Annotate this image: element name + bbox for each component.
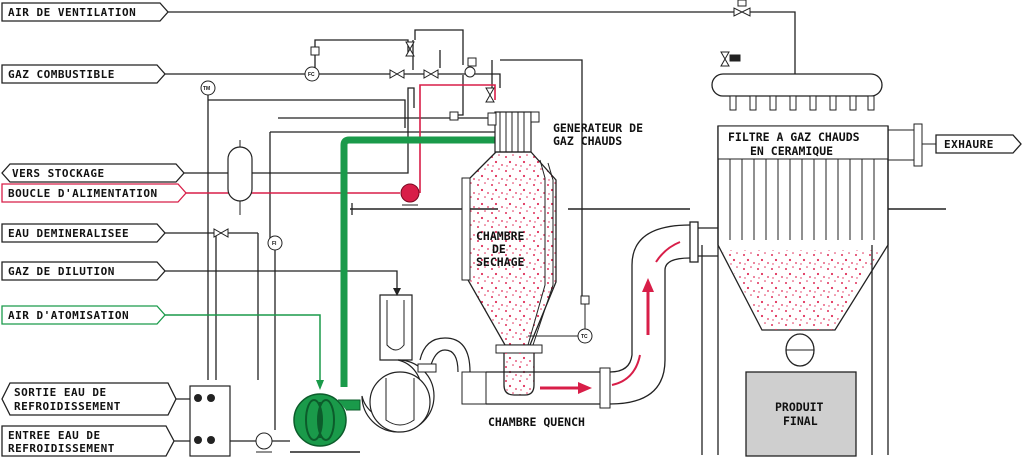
filter-label-line2: EN CERAMIQUE	[750, 144, 833, 158]
tag-air-atomisation-label: AIR D'ATOMISATION	[8, 309, 129, 322]
valve-gaz-2-icon	[423, 69, 439, 79]
flow-arrows-red	[611, 241, 681, 386]
chamber-label-line1: CHAMBRE	[476, 229, 525, 243]
tag-exhaure-label: EXHAURE	[944, 138, 994, 151]
tag-entree-eau-line2: REFROIDISSEMENT	[8, 442, 115, 455]
filter-label-line1: FILTRE A GAZ CHAUDS	[728, 130, 860, 144]
drying-chamber: CHAMBRE DE SECHAGE	[461, 151, 557, 354]
chamber-label-line2: DE	[492, 242, 506, 256]
instrument-tm: TM	[203, 86, 210, 92]
instrument-fc: FC	[308, 72, 315, 78]
product-label-line1: PRODUIT	[775, 400, 824, 414]
transfer-duct	[609, 221, 718, 405]
tag-gaz-dilution-label: GAZ DE DILUTION	[8, 265, 115, 278]
valve-gaz-1-icon	[389, 69, 405, 79]
valve-gaz-4-icon	[485, 87, 495, 103]
tag-entree-eau-line1: ENTREE EAU DE	[8, 429, 101, 442]
valve-eau-icon	[213, 228, 229, 238]
ceramic-filter: FILTRE A GAZ CHAUDS EN CERAMIQUE	[701, 73, 923, 455]
generator-label-line1: GENERATEUR DE	[553, 121, 643, 135]
tag-boucle-alimentation-label: BOUCLE D'ALIMENTATION	[8, 187, 158, 200]
tag-sortie-eau-line2: REFROIDISSEMENT	[14, 400, 121, 413]
tag-vers-stockage: VERS STOCKAGE	[1, 163, 185, 183]
tag-vers-stockage-label: VERS STOCKAGE	[12, 167, 105, 180]
tag-gaz-combustible: GAZ COMBUSTIBLE	[1, 64, 166, 84]
tag-gaz-dilution: GAZ DE DILUTION	[1, 261, 166, 281]
product-bin: PRODUIT FINAL	[745, 371, 857, 457]
tag-air-ventilation: AIR DE VENTILATION	[1, 2, 169, 22]
generator-label-line2: GAZ CHAUDS	[553, 134, 622, 148]
quench-label: CHAMBRE QUENCH	[488, 415, 585, 429]
tag-air-ventilation-label: AIR DE VENTILATION	[8, 6, 136, 19]
atomisation-fan	[290, 393, 361, 453]
valve-filter-top-icon	[720, 51, 741, 67]
level-vessel	[227, 140, 253, 215]
feed-pump	[400, 183, 420, 206]
tag-eau-demineralisee-label: EAU DEMINERALISEE	[8, 227, 129, 240]
tag-gaz-combustible-label: GAZ COMBUSTIBLE	[8, 68, 115, 81]
valve-ventilation-icon	[733, 0, 751, 17]
tag-boucle-alimentation: BOUCLE D'ALIMENTATION	[1, 183, 187, 203]
tag-air-atomisation: AIR D'ATOMISATION	[1, 305, 166, 325]
tag-exhaure: EXHAURE	[922, 134, 1022, 154]
piping	[165, 11, 946, 442]
tag-entree-eau: ENTREE EAU DE REFROIDISSEMENT	[1, 425, 175, 457]
quench-blower	[361, 288, 471, 433]
product-label-line2: FINAL	[783, 414, 818, 428]
valve-gaz-3-icon	[405, 41, 415, 57]
atomisation-line-green	[165, 136, 495, 390]
tag-sortie-eau-line1: SORTIE EAU DE	[14, 386, 107, 399]
tag-eau-demineralisee: EAU DEMINERALISEE	[1, 223, 166, 243]
valves	[213, 0, 751, 238]
instrument-tc: TC	[581, 334, 588, 340]
tag-sortie-eau: SORTIE EAU DE REFROIDISSEMENT	[1, 382, 177, 416]
instrument-fi: FI	[272, 241, 277, 247]
chamber-label-line3: SECHAGE	[476, 255, 525, 269]
cooling-exchanger	[189, 385, 273, 457]
hot-gas-generator: GENERATEUR DE GAZ CHAUDS	[487, 111, 643, 153]
quench-chamber: CHAMBRE QUENCH	[461, 353, 611, 429]
